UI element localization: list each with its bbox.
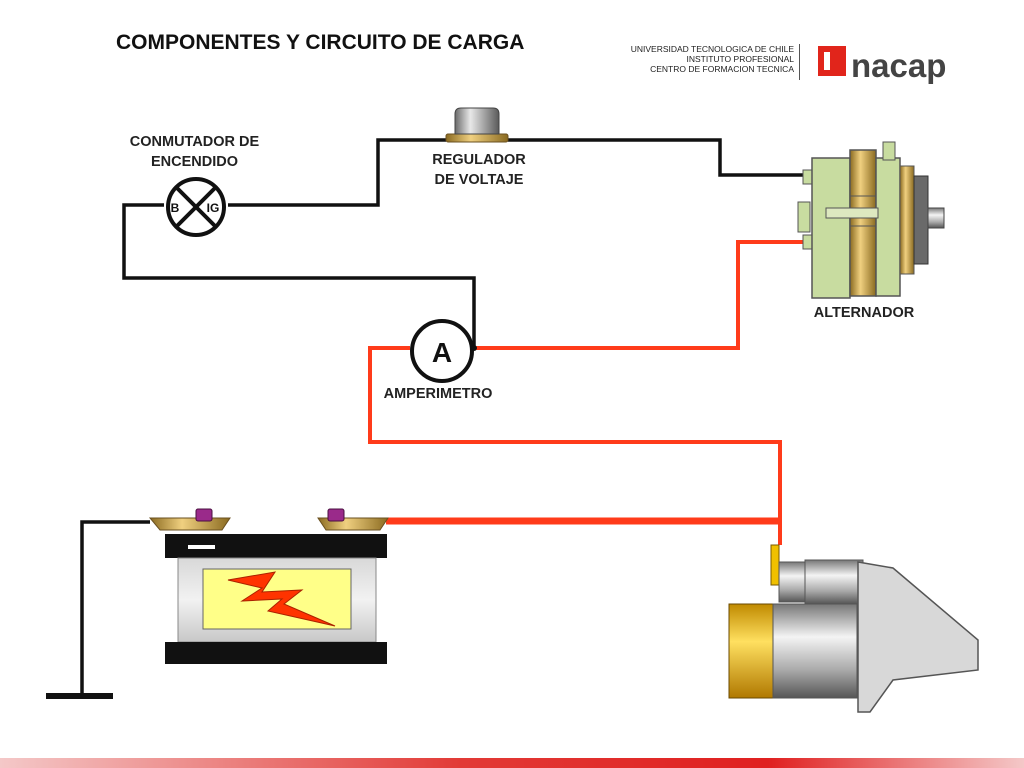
alternator-label: ALTERNADOR xyxy=(813,305,915,321)
battery xyxy=(148,508,389,664)
footer-bar xyxy=(0,758,1024,768)
ammeter-terminal xyxy=(471,345,477,351)
logo-wordmark: nacap xyxy=(851,47,946,84)
switch-label: CONMUTADOR DE ENCENDIDO xyxy=(112,132,277,172)
charge-wires xyxy=(368,240,808,545)
ammeter-symbol: A xyxy=(432,337,452,368)
regulator-base xyxy=(445,133,509,143)
alternator-shaft xyxy=(927,207,945,229)
regulator-label-line-1: REGULADOR xyxy=(432,152,526,168)
battery-clamp-negative xyxy=(148,517,231,531)
wire-switch-regulator xyxy=(228,138,446,207)
regulator-cap xyxy=(454,107,500,135)
institution-line-3: CENTRO DE FORMACION TECNICA xyxy=(650,64,794,74)
wire-ammeter-starter xyxy=(368,346,782,545)
starter-motor-body xyxy=(772,603,858,699)
battery-terminal-negative xyxy=(195,508,213,522)
institution-line-1: UNIVERSIDAD TECNOLOGICA DE CHILE xyxy=(630,44,794,54)
switch-cross-b xyxy=(175,186,217,228)
wire-switch-ammeter xyxy=(122,203,476,348)
battery-bolt-icon xyxy=(227,571,336,627)
alternator-rear-housing xyxy=(811,157,851,299)
switch-label-line-1: CONMUTADOR DE xyxy=(129,134,260,150)
solenoid-body xyxy=(804,559,864,605)
regulator-label: REGULADOR DE VOLTAJE xyxy=(410,150,548,190)
institution-text: UNIVERSIDAD TECNOLOGICA DE CHILE INSTITU… xyxy=(600,44,794,74)
starter-end-cap xyxy=(728,603,774,699)
institution-divider xyxy=(799,44,800,80)
starter-terminal xyxy=(770,544,780,586)
battery-minus-mark xyxy=(188,545,215,549)
switch-label-line-2: ENCENDIDO xyxy=(150,154,238,170)
institution-line-2: INSTITUTO PROFESIONAL xyxy=(686,54,794,64)
starter-motor xyxy=(728,544,979,713)
wire-battery-ground xyxy=(80,520,150,694)
control-wires xyxy=(46,138,808,699)
page-title: COMPONENTES Y CIRCUITO DE CARGA xyxy=(116,31,525,54)
ammeter: A xyxy=(410,319,477,383)
voltage-regulator xyxy=(445,107,509,143)
ammeter-circle xyxy=(410,319,474,383)
battery-base xyxy=(165,642,387,664)
alternator-front-housing xyxy=(875,157,901,297)
switch-terminal-b: B xyxy=(171,201,180,215)
ignition-switch: B IG xyxy=(166,177,226,237)
starter-nose-housing xyxy=(857,561,979,713)
alternator-bolt xyxy=(825,207,879,219)
alternator-terminal-left xyxy=(797,201,811,233)
inacap-logo: nacap xyxy=(818,46,946,84)
alternator-mount xyxy=(882,141,896,161)
wire-alternator-ammeter xyxy=(474,240,808,350)
alternator-fan xyxy=(899,165,915,275)
wire-regulator-alternator xyxy=(508,138,808,177)
ammeter-label: AMPERIMETRO xyxy=(383,386,493,402)
logo-red-square xyxy=(818,46,846,76)
regulator-label-line-2: DE VOLTAJE xyxy=(434,172,524,188)
alternator-stator xyxy=(849,149,877,297)
logo-i-stem xyxy=(824,52,830,70)
battery-terminal-positive xyxy=(327,508,345,522)
solenoid-cap xyxy=(778,561,806,603)
alternator xyxy=(797,141,945,299)
alternator-pulley xyxy=(913,175,929,265)
switch-terminal-ig: IG xyxy=(207,201,220,215)
